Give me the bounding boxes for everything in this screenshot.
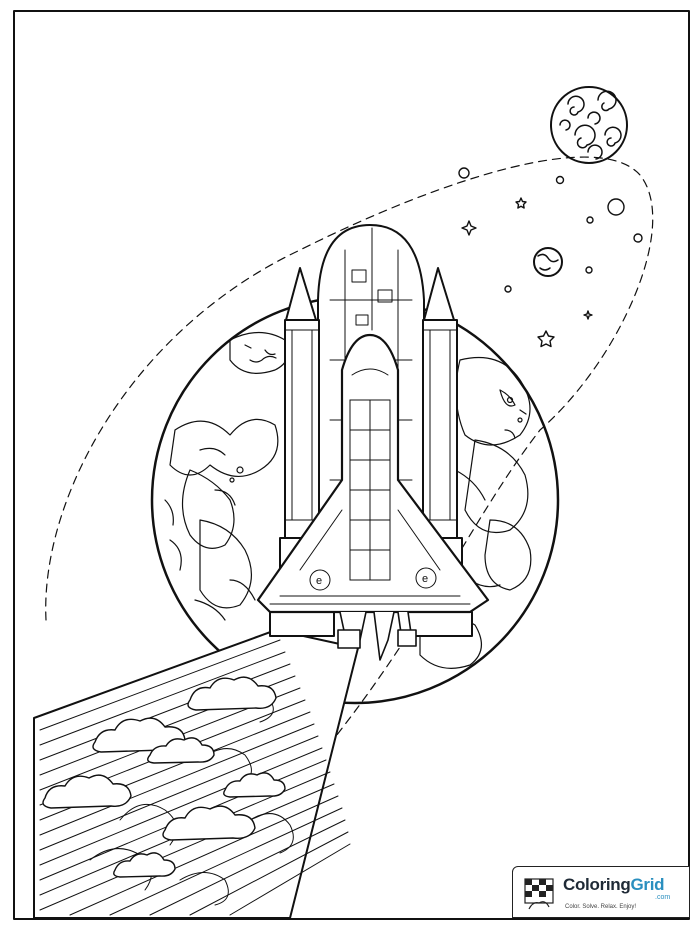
exhaust-trail [33, 629, 359, 919]
small-planet [533, 247, 563, 277]
brand-name-part2: Grid [630, 875, 665, 894]
page-border [13, 10, 690, 920]
swirl-planet [550, 86, 628, 164]
space-shuttle-orbiter: e e [256, 333, 490, 661]
orbit-path [45, 156, 654, 781]
coloringgrid-mascot-icon [524, 878, 554, 910]
brand-domain: .com [655, 894, 671, 901]
left-wing-emblem: e [316, 575, 322, 587]
brand-tagline: Color. Solve. Relax. Enjoy! [565, 904, 637, 910]
clouds [42, 676, 286, 878]
stars [458, 167, 643, 348]
coloringgrid-logo-badge: ColoringGrid .com Color. Solve. Relax. E… [512, 866, 690, 918]
right-wing-emblem: e [422, 573, 428, 585]
brand-name-part1: Coloring [563, 875, 631, 894]
brand-name: ColoringGrid [563, 875, 665, 894]
